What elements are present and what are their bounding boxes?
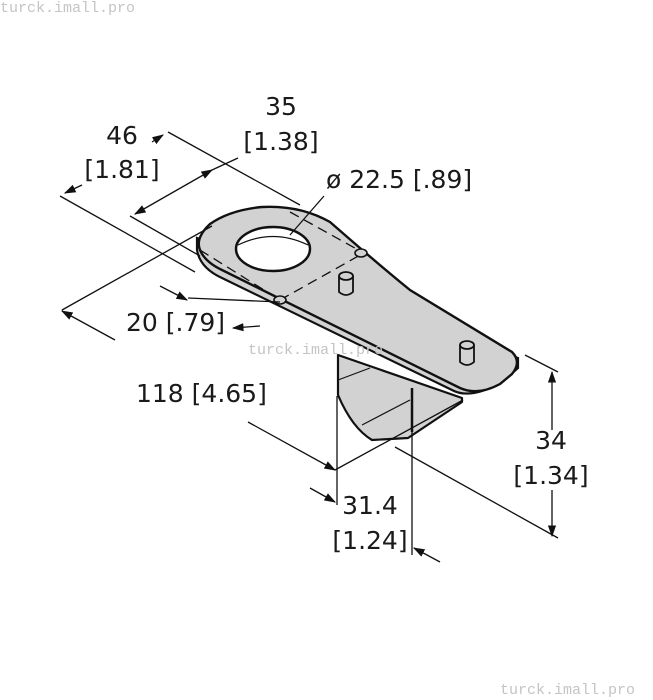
watermark-center: turck.imall.pro xyxy=(248,342,384,359)
dim-34-mm: 34 xyxy=(535,426,567,455)
watermark-top: turck.imall.pro xyxy=(0,0,136,17)
dim-46-mm: 46 xyxy=(106,121,138,150)
dim-34-in: [1.34] xyxy=(513,461,588,490)
dim-118: 118 [4.65] xyxy=(136,379,267,408)
mounting-hole xyxy=(234,225,312,273)
dim-46-in: [1.81] xyxy=(84,155,159,184)
dim-35-mm: 35 xyxy=(265,92,297,121)
dim-diameter: ø 22.5 [.89] xyxy=(326,165,472,194)
bracket-leg xyxy=(336,353,464,442)
watermark-bottom: turck.imall.pro xyxy=(500,682,636,699)
dim-20: 20 [.79] xyxy=(126,308,225,337)
dim-35-in: [1.38] xyxy=(243,127,318,156)
dim-31-mm: 31.4 xyxy=(342,491,398,520)
dim-31-in: [1.24] xyxy=(332,526,407,555)
